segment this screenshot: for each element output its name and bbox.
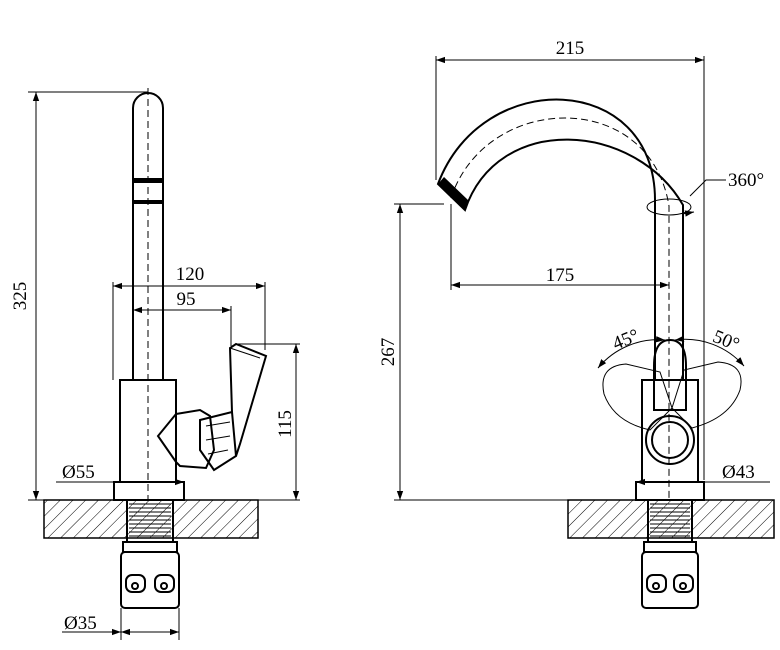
front-view: 360° 215 175 267 45° 50° bbox=[378, 38, 775, 609]
dim-shank-diameter: Ø35 bbox=[62, 608, 180, 640]
label-handle-reach: 120 bbox=[176, 264, 205, 285]
dim-spout-reach: 175 bbox=[450, 204, 669, 290]
lever-handle-left bbox=[156, 342, 268, 472]
label-spout-to-handle: 95 bbox=[177, 289, 196, 310]
label-shank-diameter: Ø35 bbox=[64, 613, 97, 634]
mounting-nut-left bbox=[120, 551, 180, 609]
label-lever-left-angle: 45° bbox=[610, 325, 643, 354]
label-base-diameter-right: Ø43 bbox=[722, 462, 755, 483]
mounting-nut-right bbox=[641, 551, 699, 609]
dim-spout-to-handle: 95 bbox=[133, 289, 232, 346]
lever-rotation-range bbox=[602, 361, 742, 431]
label-overall-height: 325 bbox=[10, 282, 31, 311]
label-spout-reach: 175 bbox=[546, 265, 575, 286]
dim-overall-reach: 215 bbox=[435, 38, 705, 480]
side-view: 325 120 95 115 Ø55 Ø bbox=[10, 88, 300, 640]
dim-outlet-height: 267 bbox=[378, 203, 636, 501]
base-ring-right bbox=[635, 481, 705, 501]
dim-lever-angles: 45° 50° bbox=[597, 325, 745, 369]
dim-handle-reach: 120 bbox=[112, 264, 266, 380]
dim-base-diameter-right: Ø43 bbox=[636, 462, 770, 486]
label-body-height: 115 bbox=[275, 410, 296, 438]
label-base-diameter-left: Ø55 bbox=[62, 462, 95, 483]
faucet-body-right bbox=[641, 379, 699, 483]
dim-overall-height: 325 bbox=[10, 91, 148, 501]
dim-body-height: 115 bbox=[184, 343, 300, 501]
swivel-indicator: 360° bbox=[646, 170, 764, 217]
label-overall-reach: 215 bbox=[556, 38, 585, 59]
dim-base-diameter-left: Ø55 bbox=[56, 462, 184, 486]
label-outlet-height: 267 bbox=[378, 338, 399, 367]
label-swivel-angle: 360° bbox=[728, 170, 764, 191]
label-lever-right-angle: 50° bbox=[710, 326, 743, 355]
base-ring-left bbox=[113, 481, 185, 501]
gooseneck-spout bbox=[436, 98, 684, 500]
